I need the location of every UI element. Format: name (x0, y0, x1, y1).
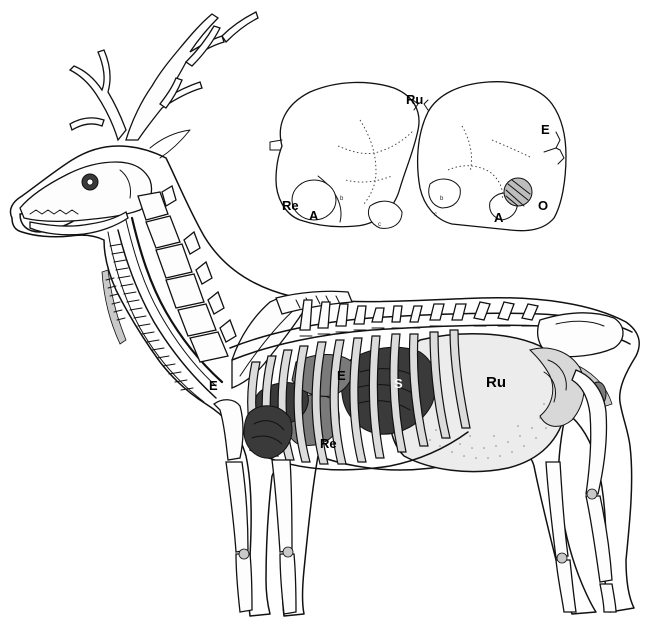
inset-label-a-left: A (309, 208, 319, 223)
inset-label-e: E (541, 122, 550, 137)
cervical-vertebrae (138, 186, 236, 362)
inset-label-ru: Ru (406, 92, 423, 107)
inset-letter-c-1: c (378, 222, 381, 228)
inset-label-o: O (538, 198, 548, 213)
skull (20, 162, 152, 235)
antlers (70, 12, 258, 140)
inset-label-a-right: A (494, 210, 504, 225)
body-label-e-chest: E (337, 368, 346, 383)
body-label-e-neck: E (209, 378, 218, 393)
body-label-ru: Ru (486, 374, 506, 391)
inset-label-re: Re (282, 198, 299, 213)
body-label-s: S (394, 376, 403, 391)
inset-letter-c-2: c (434, 212, 437, 218)
body-label-re: Re (320, 436, 337, 451)
